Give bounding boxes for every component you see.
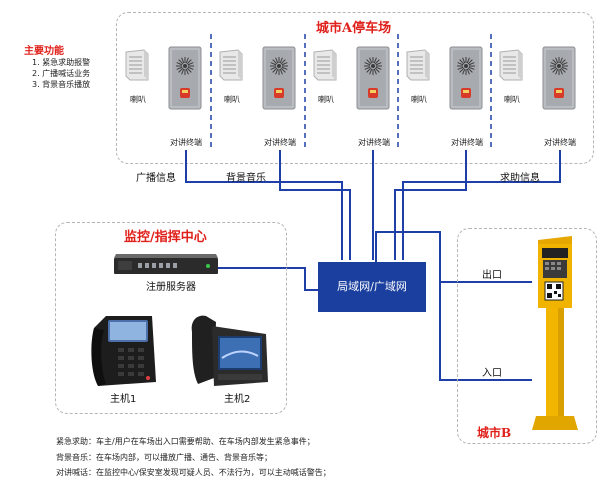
terminal-label: 对讲终端 xyxy=(170,138,202,147)
ip-phone-2 xyxy=(191,315,268,386)
speaker-label: 喇叭 xyxy=(224,95,240,104)
city-b-region xyxy=(457,228,597,444)
function-item: 2. 广播喊话业务 xyxy=(32,69,91,78)
speaker-label: 喇叭 xyxy=(504,95,520,104)
entry-label: 入口 xyxy=(482,368,502,379)
parking-a-region xyxy=(116,12,594,164)
note-bgm: 背景音乐：在车场内部，可以播放广播、通告、背景音乐等； xyxy=(56,453,272,462)
ip-phone-1 xyxy=(91,316,156,386)
speaker-icon xyxy=(313,49,337,81)
intercom-terminal-icon xyxy=(262,46,296,110)
main-functions-title: 主要功能 xyxy=(24,46,64,57)
control-center-region xyxy=(55,222,287,414)
speaker-label: 喇叭 xyxy=(318,95,334,104)
host1-label: 主机1 xyxy=(110,394,137,405)
flow-label-help: 求助信息 xyxy=(500,173,540,184)
terminal-label: 对讲终端 xyxy=(358,138,390,147)
speaker-icon xyxy=(219,49,243,81)
intercom-terminal-icon xyxy=(542,46,576,110)
terminal-label: 对讲终端 xyxy=(451,138,483,147)
intercom-terminal-icon xyxy=(356,46,390,110)
parking-a-title: 城市A停车场 xyxy=(316,21,392,36)
host2-label: 主机2 xyxy=(224,394,251,405)
speaker-icon xyxy=(406,49,430,81)
parking-pole-device xyxy=(532,236,578,430)
note-intercom: 对讲喊话：在监控中心/保安室发现可疑人员、不法行为，可以主动喊话警告； xyxy=(56,468,331,477)
function-item: 3. 背景音乐播放 xyxy=(32,80,91,89)
intercom-terminal-icon xyxy=(168,46,202,110)
server-label: 注册服务器 xyxy=(146,282,196,293)
terminal-label: 对讲终端 xyxy=(264,138,296,147)
function-item: 1. 紧急求助报警 xyxy=(32,58,91,67)
control-center-title: 监控/指挥中心 xyxy=(124,230,207,245)
speaker-icon xyxy=(499,49,523,81)
speaker-label: 喇叭 xyxy=(411,95,427,104)
network-label: 局域网/广域网 xyxy=(337,280,407,293)
note-emergency: 紧急求助：车主/用户在车场出入口需要帮助、在车场内部发生紧急事件； xyxy=(56,437,315,446)
network-box xyxy=(318,262,426,312)
flow-label-broadcast: 广播信息 xyxy=(136,173,176,184)
registration-server xyxy=(114,254,218,274)
speaker-label: 喇叭 xyxy=(130,95,146,104)
intercom-terminal-icon xyxy=(449,46,483,110)
exit-label: 出口 xyxy=(482,270,502,281)
flow-label-bgm: 背景音乐 xyxy=(226,173,266,184)
speaker-icon xyxy=(125,49,149,81)
terminal-label: 对讲终端 xyxy=(544,138,576,147)
city-b-title: 城市B xyxy=(477,426,512,440)
